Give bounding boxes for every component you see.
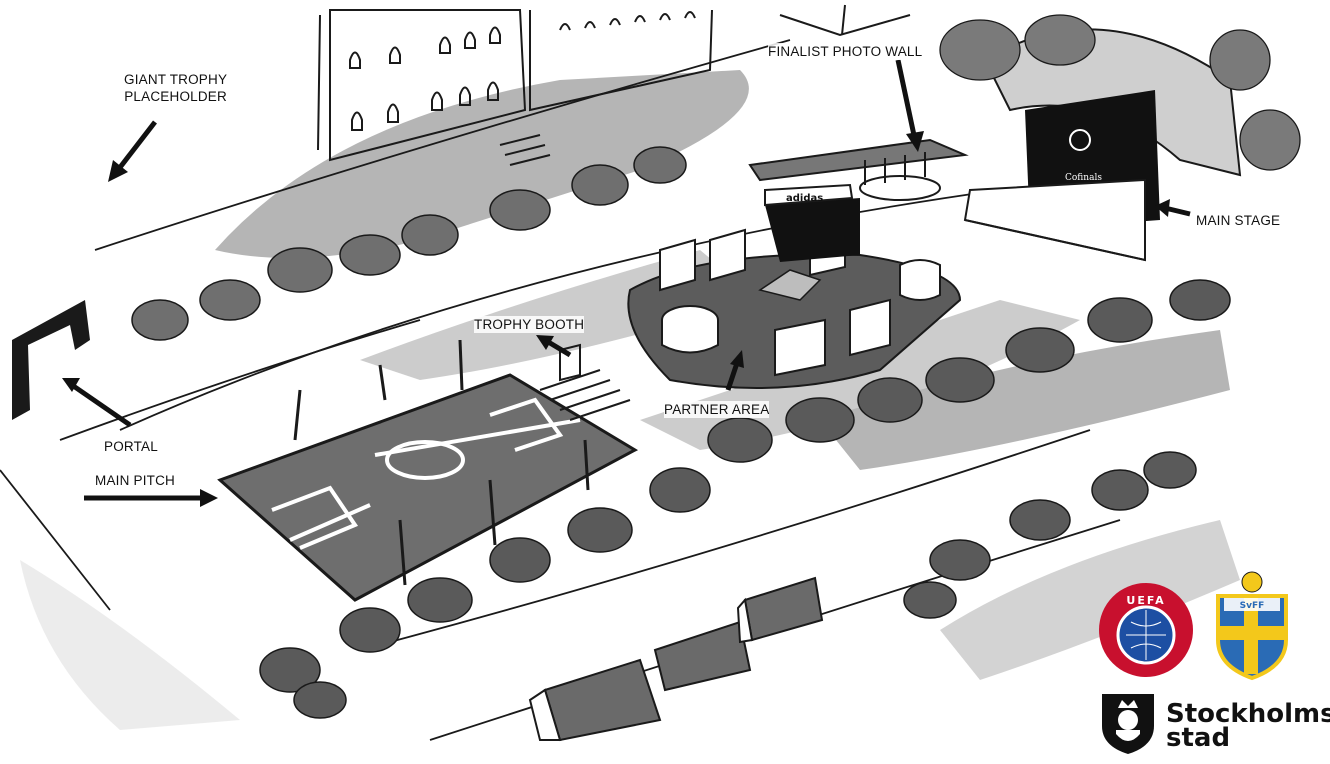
stockholm-line2: stad	[1166, 723, 1231, 753]
main-stage-drawing	[939, 14, 1301, 262]
stockholm-crest-icon	[1102, 694, 1154, 754]
trophy-booth-drawing	[539, 343, 631, 421]
adidas-sign: adidas	[786, 193, 823, 204]
label-finalist-photo-wall: FINALIST PHOTO WALL	[768, 43, 923, 60]
uefa-logo-text: UEFA	[1126, 594, 1165, 607]
trees-lower-rows	[259, 279, 1231, 719]
label-trophy-booth: TROPHY BOOTH	[474, 316, 585, 333]
main-pitch-drawing	[217, 339, 639, 602]
stockholm-wordmark: Stockholms stad	[1166, 699, 1330, 753]
stockholm-line1: Stockholms	[1166, 699, 1330, 729]
trees-upper-row	[131, 146, 687, 341]
trucks	[528, 576, 824, 742]
label-giant-trophy-text: GIANT TROPHY PLACEHOLDER	[124, 72, 228, 104]
photo-wall-drawing	[748, 138, 969, 201]
label-partner-area: PARTNER AREA	[664, 401, 770, 418]
pointer-arrows	[62, 59, 1191, 507]
label-main-pitch: MAIN PITCH	[95, 472, 176, 489]
svff-logo: SvFF	[1216, 571, 1288, 681]
label-portal: PORTAL	[104, 438, 158, 455]
label-main-stage: MAIN STAGE	[1196, 212, 1281, 229]
buildings	[317, 4, 911, 166]
stage-screen-text: Cofinals	[1065, 173, 1102, 183]
label-giant-trophy: GIANT TROPHY PLACEHOLDER	[124, 71, 228, 105]
portal-gate	[12, 300, 90, 420]
svff-logo-text: SvFF	[1240, 601, 1265, 611]
partner-area-drawing	[627, 225, 962, 389]
uefa-logo: UEFA	[1099, 583, 1193, 677]
adidas-booth-drawing	[764, 183, 860, 262]
